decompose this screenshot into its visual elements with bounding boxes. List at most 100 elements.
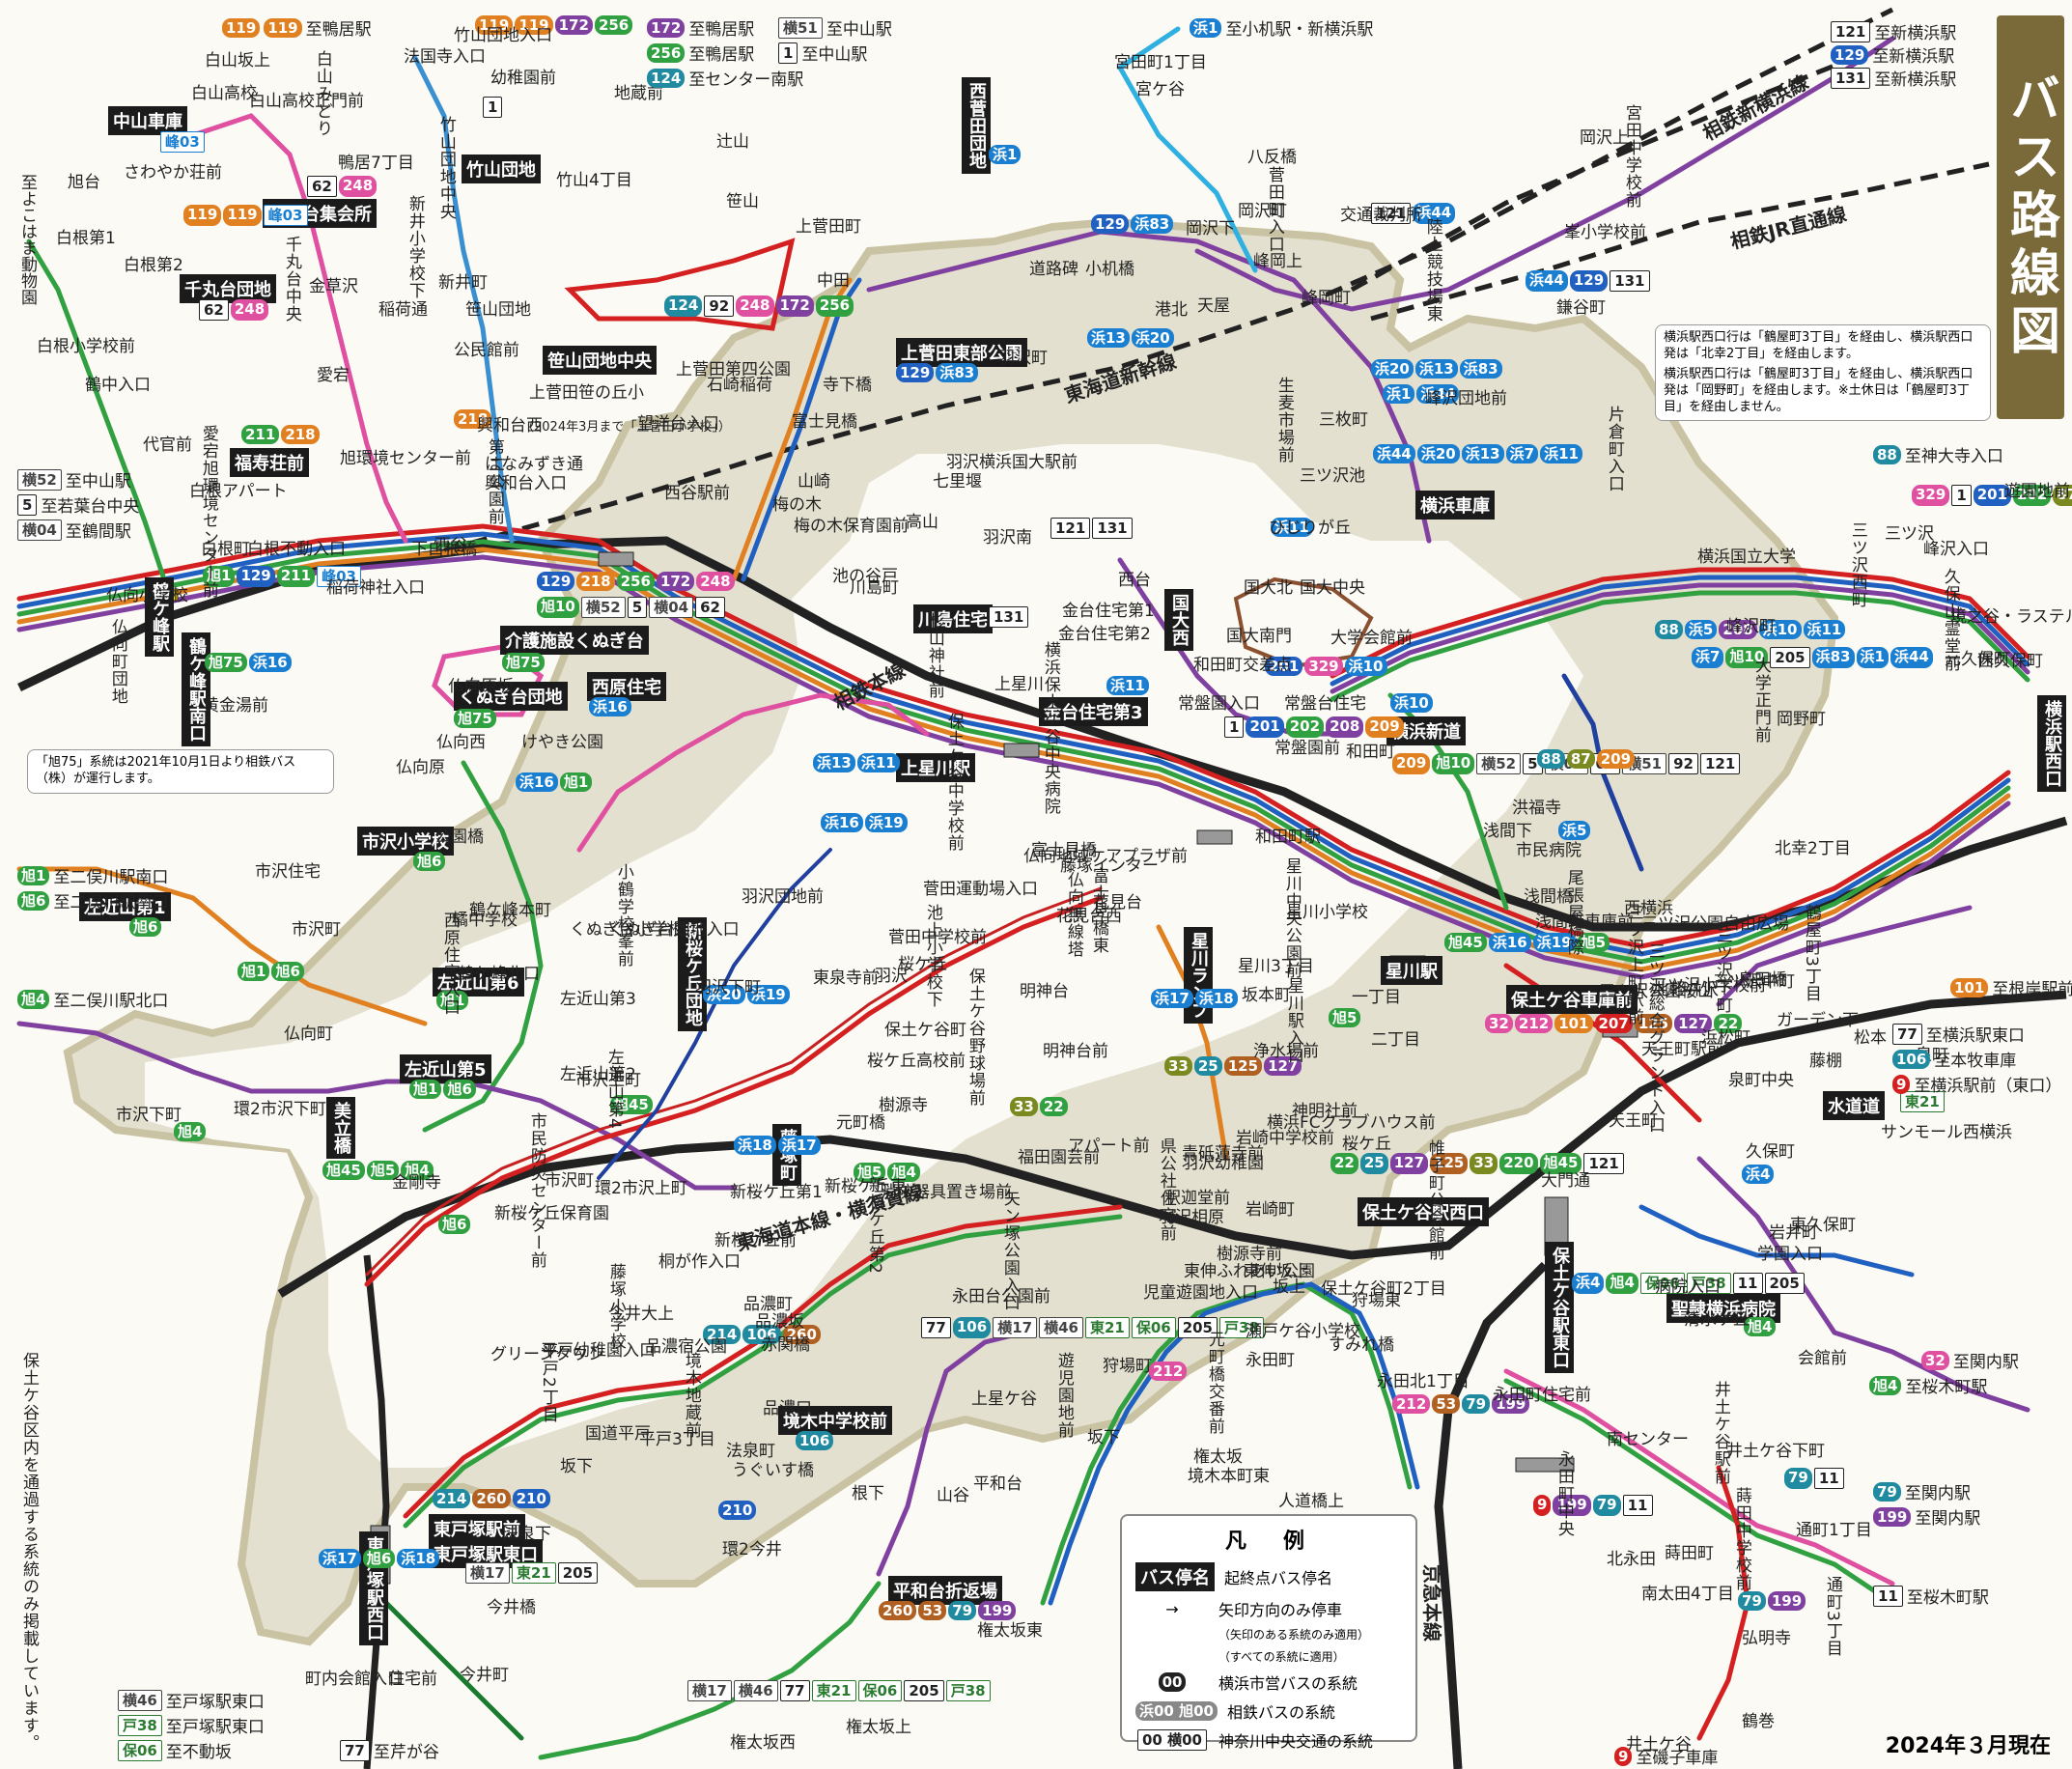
route-badge: 11 — [1813, 1468, 1844, 1489]
legend-text-all-note: （すべての系統に適用） — [1218, 1650, 1345, 1664]
bus-stop-label: 新桜ケ丘東 — [825, 1177, 907, 1196]
bus-stop-label: 浅間町車庫前 — [1535, 913, 1634, 932]
totsuka-line — [363, 1254, 390, 1769]
bus-stop-label: 白根小学校前 — [37, 337, 135, 356]
route-badges-sachikon6: 旭1 — [436, 991, 469, 1010]
legend: 凡 例 バス停名 起終点バス停名 → 矢印方向のみ停車 （矢印のある系統のみ適用… — [1120, 1514, 1417, 1751]
bus-stop-label: 瀬戸ケ谷小学校 — [1246, 1322, 1360, 1341]
terminal-tsurugamine: 鶴ケ峰駅 — [145, 577, 174, 657]
bus-stop-label: ガーデン下 — [1777, 1011, 1859, 1030]
destination-text: 至中山駅 — [826, 20, 892, 40]
route-badge: 119 — [475, 15, 514, 35]
destination-route-badge: 9 — [1892, 1074, 1911, 1094]
bus-stop-label: 菅田町入口 — [1264, 166, 1284, 253]
bus-stop-label: 陸上競技場東 — [1422, 218, 1442, 323]
bus-stop-label: 峰沢入口 — [1923, 540, 1989, 559]
route-badge: 79 — [1462, 1394, 1491, 1414]
bus-stop-label: 梅の木 — [772, 495, 822, 515]
route-badges-ichizawa: 旭6 — [413, 852, 446, 871]
bus-stop-label: 興和台入口 — [485, 474, 567, 493]
destination-route-badge: 119 — [222, 17, 261, 38]
bus-stop-label: すみれ橋 — [1329, 1335, 1394, 1355]
route-badge: 248 — [696, 572, 735, 591]
bus-stop-label: 品濃宿公園 — [645, 1337, 727, 1357]
bus-stop-label: 下白根橋 — [411, 540, 477, 559]
route-badge: 浜44 — [1526, 270, 1568, 292]
bus-stop-label: 代官前 — [143, 435, 192, 455]
bus-stop-label: 白根アパート — [189, 482, 288, 501]
destination-text: 至戸塚駅東口 — [165, 1693, 265, 1712]
bus-stop-label: 環2市沢上町 — [595, 1179, 687, 1198]
bus-stop-label: 青砥蓮寺前 — [1182, 1144, 1264, 1164]
terminal-takeyama: 竹山団地 — [462, 154, 541, 183]
route-badge: 5 — [627, 597, 648, 618]
bus-stop-label: 橘中学校 — [452, 911, 518, 930]
destination-text: 至鴨居駅 — [305, 20, 372, 40]
terminal-hoshikawa-ramp: 星川ランプ — [1184, 927, 1213, 1024]
route-badge: 172 — [656, 572, 695, 591]
bus-stop-label: 花見台西 — [1056, 907, 1122, 926]
route-badges-nakayama: 峰03 — [160, 131, 205, 153]
route-badge: 208 — [1719, 620, 1757, 639]
route-badge: 浜16 — [589, 697, 631, 716]
bus-stop-label: 平和台 — [973, 1474, 1022, 1494]
kokudai-loop — [1233, 576, 1374, 669]
route-badge: 106 — [742, 1325, 781, 1344]
route-badge: 浜1 — [989, 145, 1022, 164]
bus-stop-label: うぐいす橋 — [732, 1461, 814, 1480]
route-badge: 浜83 — [936, 363, 979, 382]
trunk-west-green — [16, 539, 2011, 965]
bus-stop-label: 西台 — [1118, 571, 1151, 590]
bus-stop-label: 品濃坂 — [755, 1312, 804, 1332]
route-badge: 横17 — [993, 1317, 1038, 1338]
route-badge: 79 — [1738, 1591, 1766, 1611]
bus-stop-label: 神明社前 — [1292, 1102, 1358, 1121]
route-badge: 248 — [230, 299, 269, 321]
route-badge: 浜16 — [821, 813, 863, 832]
bus-stop-label: 仏向地域ケアプラザ前 — [1023, 847, 1188, 866]
destination-route-badge: 5 — [17, 493, 38, 516]
bus-stop-label: 環2今井 — [722, 1540, 782, 1559]
route-badge: 209 — [1365, 716, 1404, 738]
note-yokohama-west: 横浜駅西口行は「鶴屋町3丁目」を経由し、横浜駅西口発は「北幸2丁目」を経由します… — [1655, 324, 1991, 422]
route-badge: 25 — [1359, 1153, 1388, 1174]
route-badge: 199 — [978, 1601, 1017, 1620]
bus-stop-label: 平戸2丁目 — [538, 1342, 558, 1423]
bus-stop-label: 泉町中央 — [1728, 1071, 1794, 1090]
bus-stop-label: 元町橋 — [836, 1113, 885, 1133]
bus-stop-label: 鶴中入口 — [85, 376, 151, 395]
bus-stop-label: 坂本町 — [1242, 986, 1291, 1005]
route-badge: 浜83 — [1131, 214, 1174, 234]
nagata-route — [1040, 1281, 1413, 1606]
bus-stop-label: 帷子町公会館前 — [1424, 1139, 1444, 1261]
bus-stop-label: 地蔵前 — [614, 84, 663, 103]
route-badge: 浜19 — [1532, 933, 1576, 952]
bus-stop-label: 会館前 — [1798, 1349, 1847, 1368]
route-badge: 121 — [1371, 203, 1412, 224]
terminal-kunugi: くぬぎ台団地 — [454, 682, 568, 711]
sotetsu-jr-line — [1370, 161, 1990, 322]
bus-stop-label: 法国寺入口 — [404, 47, 486, 67]
bus-stop-label: 大門通 — [1541, 1171, 1590, 1191]
bus-stop-label: 黄金湯前 — [203, 696, 268, 716]
bus-routes — [16, 26, 2030, 1760]
bus-stop-label: 平戸幼稚園入口 — [541, 1341, 656, 1361]
bus-stop-label: 鶴ケ峰北口 — [458, 965, 540, 984]
bus-stop-label: 国大北 — [1244, 578, 1293, 598]
route-badge: 横52 — [580, 597, 626, 618]
terminal-senmaru-danchi: 千丸台団地 — [180, 274, 276, 303]
bus-stop-label: 富士見橋東 — [1088, 867, 1108, 954]
route-badge: 210 — [512, 1489, 550, 1508]
route-badge: 浜4 — [1572, 1273, 1605, 1294]
bus-stop-label: 羽沢南 — [983, 528, 1032, 548]
bus-stop-label: 望洋台入口 — [637, 414, 719, 434]
